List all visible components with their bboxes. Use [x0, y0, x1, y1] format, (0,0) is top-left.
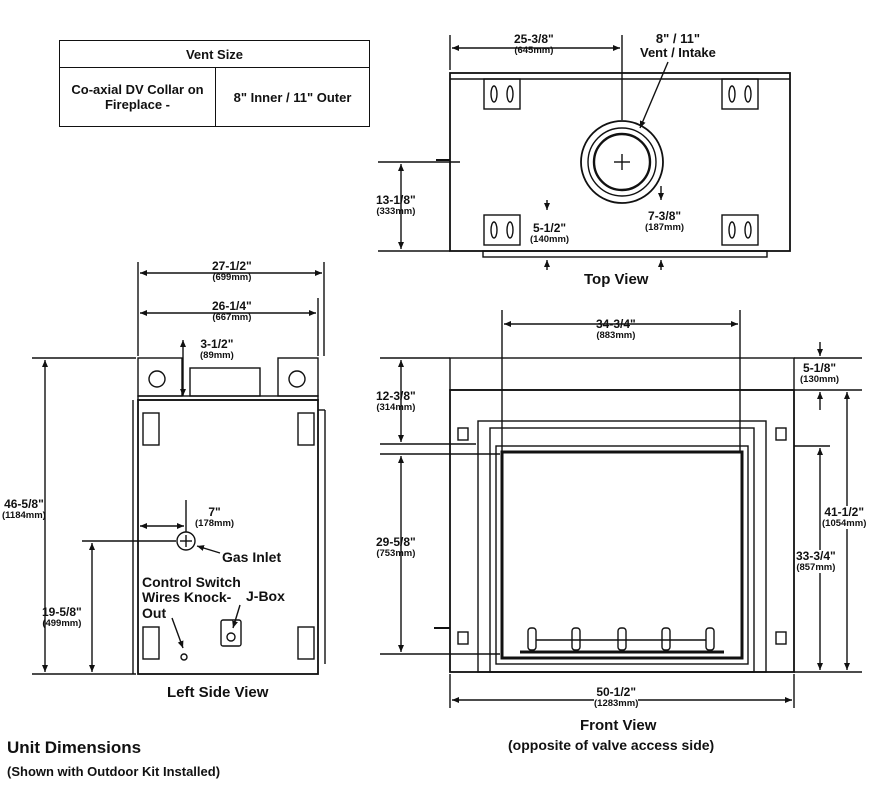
vent-size-text: 8" / 11" — [655, 31, 700, 46]
front-glass-height-value: 29-5/8" — [376, 535, 416, 549]
side-top-value: 3-1/2" — [200, 337, 234, 351]
side-gas-x-mm: (178mm) — [195, 517, 235, 529]
vent-size-table: Vent Size Co-axial DV Collar on Fireplac… — [59, 40, 370, 127]
front-opening-mm: (883mm) — [596, 329, 636, 341]
vent-table-row-label: Co-axial DV Collar on Fireplace - — [59, 67, 216, 127]
top-dim-b-mm: (187mm) — [645, 221, 685, 233]
side-gas-y-value: 19-5/8" — [42, 605, 82, 619]
side-outer-mm: (699mm) — [212, 271, 252, 283]
control-switch-label: Control Switch Wires Knock- Out — [142, 574, 241, 621]
front-body-height-dim: 33-3/4" (857mm) — [796, 550, 836, 573]
unit-dimensions-title: Unit Dimensions — [7, 738, 142, 757]
front-body-height-mm: (857mm) — [796, 561, 836, 573]
front-glass-height-mm: (753mm) — [376, 547, 416, 559]
front-top-trim-value: 5-1/8" — [803, 361, 837, 375]
side-gas-y-dim: 19-5/8" (499mm) — [42, 606, 82, 629]
front-total-height-dim: 41-1/2" (1054mm) — [822, 505, 867, 529]
vent-table-row-value: 8" Inner / 11" Outer — [215, 67, 370, 127]
vent-table-header: Vent Size — [59, 40, 370, 68]
vent-intake-text: Vent / Intake — [640, 44, 716, 60]
side-inner-dim: 26-1/4" (667mm) — [212, 300, 252, 323]
front-opening-value: 34-3/4" — [596, 317, 636, 331]
side-view-title: Left Side View — [167, 684, 269, 701]
front-header-value: 12-3/8" — [376, 389, 416, 403]
side-gas-x-value: 7" — [208, 505, 221, 519]
top-width-dim: 25-3/8" (645mm) — [514, 33, 554, 56]
front-glass-height-dim: 29-5/8" (753mm) — [376, 536, 416, 559]
front-opening-dim: 34-3/4" (883mm) — [596, 318, 636, 341]
vent-intake-label: 8" / 11" Vent / Intake — [640, 32, 716, 59]
front-top-trim-dim: 5-1/8" (130mm) — [800, 362, 839, 385]
control-switch-line-2: Wires Knock- — [142, 589, 232, 606]
front-view-drawing — [380, 310, 862, 708]
top-view-title: Top View — [584, 271, 649, 288]
top-depth-mm: (333mm) — [376, 205, 416, 217]
jbox-label: J-Box — [246, 588, 285, 604]
top-depth-dim: 13-1/8" (333mm) — [376, 194, 416, 217]
side-height-mm: (1184mm) — [2, 509, 46, 521]
front-top-trim-mm: (130mm) — [800, 373, 840, 385]
gas-inlet-label: Gas Inlet — [222, 549, 282, 565]
top-view-drawing — [378, 35, 791, 270]
control-switch-line-1: Control Switch — [142, 574, 241, 590]
side-height-dim: 46-5/8" (1184mm) — [2, 498, 46, 521]
control-switch-line-3: Out — [142, 604, 167, 621]
top-dim-a-mm: (140mm) — [530, 233, 570, 245]
front-header-mm: (314mm) — [376, 401, 416, 413]
side-height-value: 46-5/8" — [4, 497, 44, 511]
front-body-height-value: 33-3/4" — [796, 549, 836, 563]
side-outer-dim: 27-1/2" (699mm) — [212, 260, 252, 283]
top-dim-a-value: 5-1/2" — [533, 221, 567, 235]
top-width-mm: (645mm) — [514, 44, 554, 56]
front-view-title: Front View — [580, 717, 657, 734]
top-width-value: 25-3/8" — [514, 32, 554, 46]
side-outer-value: 27-1/2" — [212, 259, 252, 273]
side-gas-y-mm: (499mm) — [42, 617, 82, 629]
top-depth-value: 13-1/8" — [376, 193, 416, 207]
side-view-drawing — [32, 262, 326, 675]
front-view-subtitle: (opposite of valve access side) — [508, 737, 715, 753]
top-dim-a: 5-1/2" (140mm) — [530, 222, 569, 245]
side-inner-value: 26-1/4" — [212, 299, 252, 313]
front-header-dim: 12-3/8" (314mm) — [376, 390, 416, 413]
side-top-mm: (89mm) — [200, 349, 234, 361]
front-width-mm: (1283mm) — [594, 697, 639, 709]
front-total-height-mm: (1054mm) — [822, 517, 867, 529]
front-width-dim: 50-1/2" (1283mm) — [594, 685, 639, 709]
side-gas-x-dim: 7" (178mm) — [195, 506, 234, 529]
side-top-dim: 3-1/2" (89mm) — [200, 338, 234, 361]
unit-dimensions-subtitle: (Shown with Outdoor Kit Installed) — [7, 764, 221, 779]
front-width-value: 50-1/2" — [596, 685, 637, 699]
top-dim-b: 7-3/8" (187mm) — [645, 210, 684, 233]
side-inner-mm: (667mm) — [212, 311, 252, 323]
top-dim-b-value: 7-3/8" — [648, 209, 682, 223]
front-total-height-value: 41-1/2" — [824, 505, 865, 519]
